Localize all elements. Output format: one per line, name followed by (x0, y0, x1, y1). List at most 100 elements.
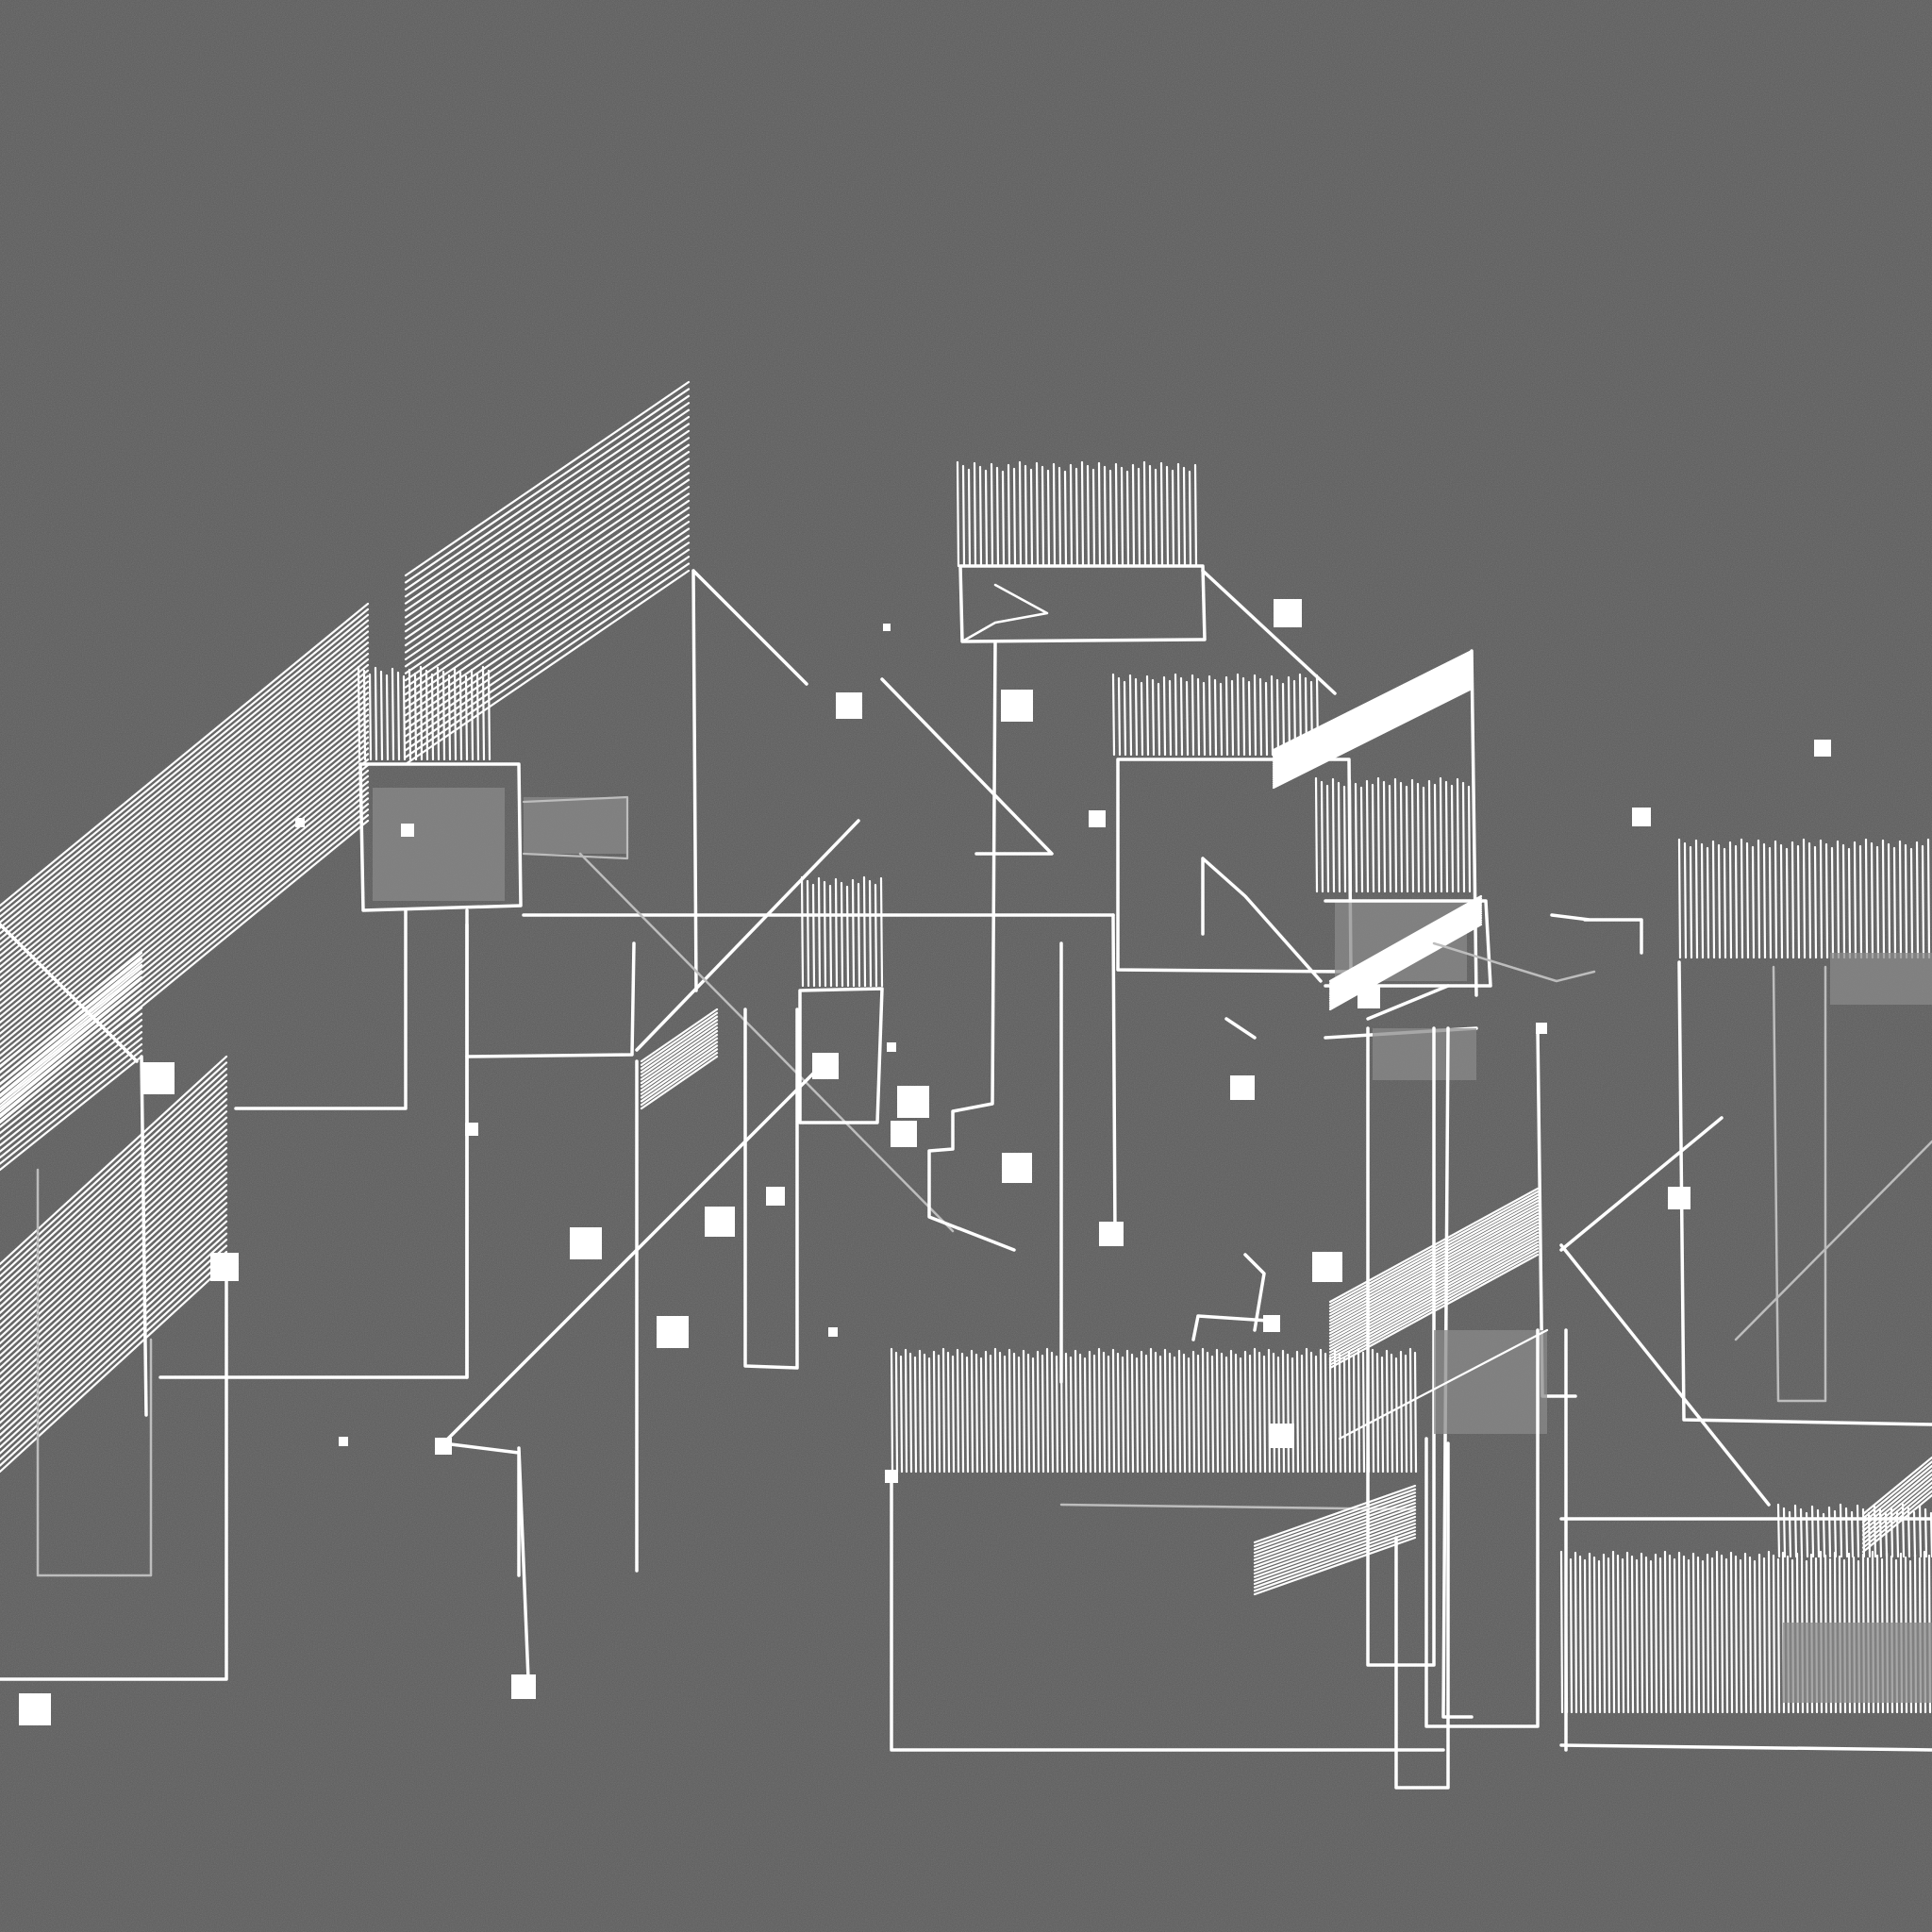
stray-square-21 (1230, 1075, 1255, 1100)
bottom-center-hatch (890, 1347, 1418, 1474)
top-tower-hatch (956, 460, 1198, 568)
center-stair-roof-hatch (640, 1008, 719, 1110)
bottom-center-stem (1394, 1441, 1450, 1790)
stray-square-26 (339, 1437, 348, 1446)
mid-right-far-vertical (1470, 649, 1478, 997)
stray-square-33 (885, 1470, 898, 1483)
far-right-tower-hatch (1677, 838, 1931, 959)
center-small-tower-box (798, 987, 884, 1124)
far-right-tower-box (1677, 960, 1932, 1426)
far-right-connector (1550, 913, 1643, 955)
far-right-diagonal (1734, 1140, 1932, 1341)
center-small-tower-hatch (800, 875, 884, 988)
stray-square-27 (435, 1438, 452, 1455)
bottom-center-tint (1434, 1330, 1547, 1434)
line-drawing-group (0, 380, 1932, 1790)
left-diagonal-stroke (0, 923, 139, 1063)
stray-square-8 (295, 818, 305, 827)
stray-square-18 (570, 1227, 602, 1259)
top-tower-stem (927, 640, 1016, 1252)
stray-square-1 (1274, 599, 1302, 627)
stray-square-32 (1536, 1023, 1547, 1034)
left-lower-box (36, 1168, 153, 1577)
left-tower-side-tint (524, 797, 627, 854)
stray-square-9 (401, 824, 414, 837)
left-tower-box (358, 762, 523, 912)
stray-square-30 (1668, 1187, 1690, 1209)
far-right-tower-tint (1830, 953, 1932, 1005)
stray-square-14 (897, 1086, 929, 1118)
right-cluster-connector (1432, 941, 1596, 983)
left-vertical-stroke (140, 1055, 148, 1417)
bottom-center-box (890, 1474, 1445, 1752)
bottom-center-column (1424, 1328, 1540, 1728)
left-diagonal-ribbon (0, 602, 370, 1124)
upper-left-diagonal-ribbon (404, 380, 691, 766)
stray-square-28 (511, 1674, 536, 1699)
right-small-lines (1224, 1017, 1266, 1332)
stray-square-20 (1099, 1222, 1124, 1246)
center-lower-stem (517, 1446, 530, 1681)
top-tower-inner (960, 583, 1049, 643)
right-small-corner (1191, 1314, 1271, 1341)
top-tower-diagonal-right (1201, 569, 1337, 695)
stray-square-6 (1632, 808, 1651, 826)
stray-square-4 (1089, 810, 1106, 827)
far-left-roof-hatch (0, 951, 143, 1172)
right-floating-hatch (1328, 1187, 1540, 1370)
far-right-bottom-box (1559, 1517, 1932, 1752)
bottom-center-inner-line (1059, 1503, 1417, 1511)
left-tower-tint (373, 788, 505, 901)
stray-square-35 (1357, 986, 1380, 1008)
stray-square-23 (1263, 1315, 1280, 1332)
central-peak (691, 569, 808, 992)
far-right-bottom-roof (1861, 1456, 1932, 1554)
right-cluster-roof (1328, 894, 1483, 1011)
stray-square-25 (828, 1327, 838, 1337)
right-cluster-lower-tint (1373, 1028, 1476, 1080)
stray-square-19 (657, 1316, 689, 1348)
mid-right-tower-inner (1201, 857, 1323, 983)
far-right-bottom-tint (1783, 1623, 1932, 1703)
stray-square-12 (465, 1123, 478, 1136)
stray-square-5 (1814, 740, 1831, 757)
stray-square-7 (883, 624, 891, 631)
central-diagonal (635, 819, 860, 1052)
top-tower-box (958, 564, 1207, 643)
stray-square-13 (812, 1053, 839, 1079)
bottom-center-slope (1338, 1328, 1549, 1441)
long-descending-diagonal (578, 852, 955, 1233)
stray-square-34 (766, 1187, 785, 1206)
stray-square-17 (705, 1207, 735, 1237)
mid-right-tower-stem (1111, 913, 1117, 1238)
stray-square-31 (1270, 1424, 1294, 1448)
stray-square-24 (887, 1042, 896, 1052)
left-tower-inner (234, 908, 408, 1110)
stray-square-3 (836, 692, 862, 719)
stray-square-11 (210, 1253, 239, 1281)
stray-square-15 (891, 1121, 917, 1147)
stray-square-10 (142, 1062, 175, 1094)
stray-square-2 (1001, 690, 1033, 722)
mid-right-tower-hatch (1111, 673, 1320, 757)
mid-right-tower-roof (1272, 649, 1474, 790)
stray-square-16 (1002, 1153, 1032, 1183)
right-cluster-box (1324, 899, 1492, 988)
stray-square-22 (1312, 1252, 1342, 1282)
bottom-center-roof-hatch (1253, 1484, 1417, 1596)
far-right-diagonal-c (1559, 1243, 1771, 1507)
top-tower-diagonal (880, 677, 1054, 856)
stray-square-29 (19, 1693, 51, 1725)
lower-left-diagonal-ribbon (0, 1055, 228, 1474)
center-tall-box (743, 1008, 799, 1370)
far-right-inner-column (1772, 965, 1827, 1403)
right-cluster-hatch (1314, 776, 1472, 893)
center-lower-diagonal (441, 1064, 823, 1577)
far-right-diagonal-b (1559, 1116, 1724, 1252)
left-bottom-box (0, 1262, 228, 1681)
left-tower-hatch (357, 665, 491, 761)
left-tower-side-box (522, 795, 629, 860)
left-mid-connector (465, 941, 636, 1058)
